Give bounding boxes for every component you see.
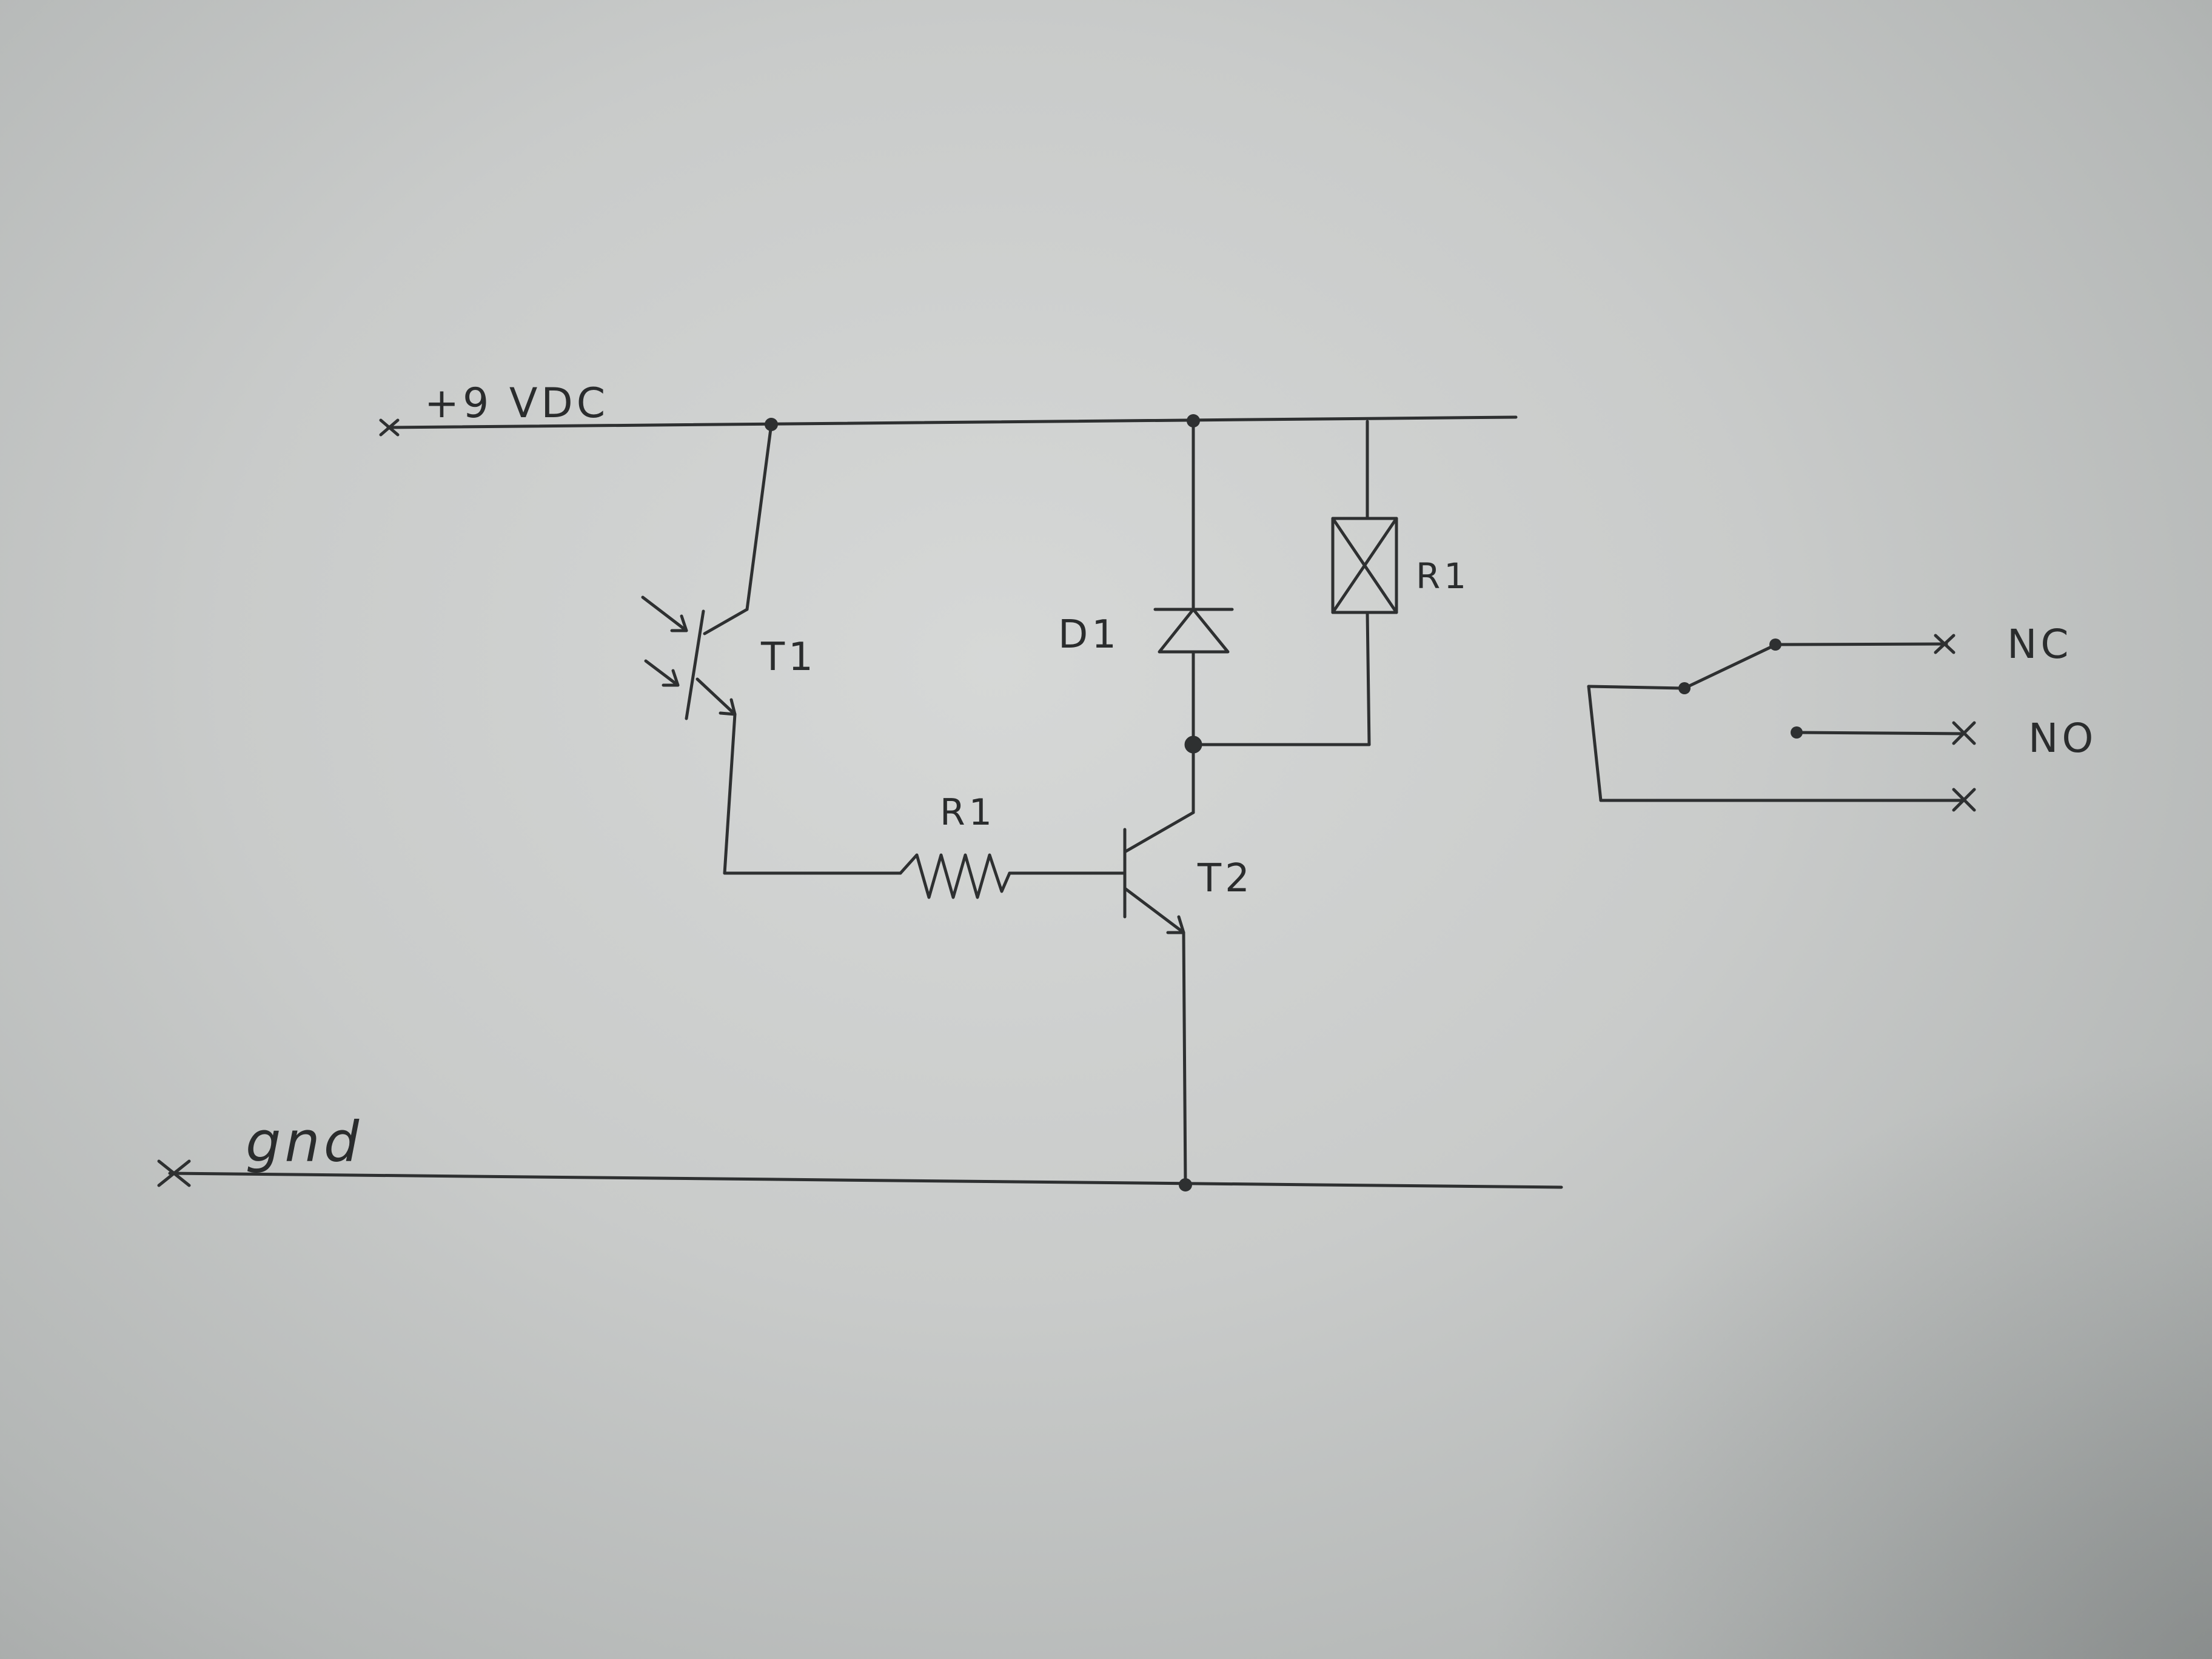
- relay-contacts: [1587, 634, 1976, 812]
- t2-label: T2: [1197, 856, 1253, 901]
- transistor-t2: [1123, 743, 1195, 1187]
- ground-rail: [157, 1159, 1563, 1191]
- resistor-r1: [899, 853, 1127, 899]
- t1-label: T1: [760, 635, 817, 680]
- phototransistor-t1: [641, 423, 902, 875]
- relay-coil-r1: [1191, 420, 1398, 746]
- supply-label: +9 VDC: [424, 380, 609, 427]
- diode-label: D1: [1058, 612, 1120, 657]
- relay-label: R1: [1416, 555, 1470, 597]
- ground-label: gnd: [246, 1110, 363, 1175]
- diode-d1: [1153, 419, 1234, 754]
- no-label: NO: [2028, 715, 2097, 762]
- resistor-label: R1: [940, 791, 996, 834]
- nc-label: NC: [2007, 621, 2072, 668]
